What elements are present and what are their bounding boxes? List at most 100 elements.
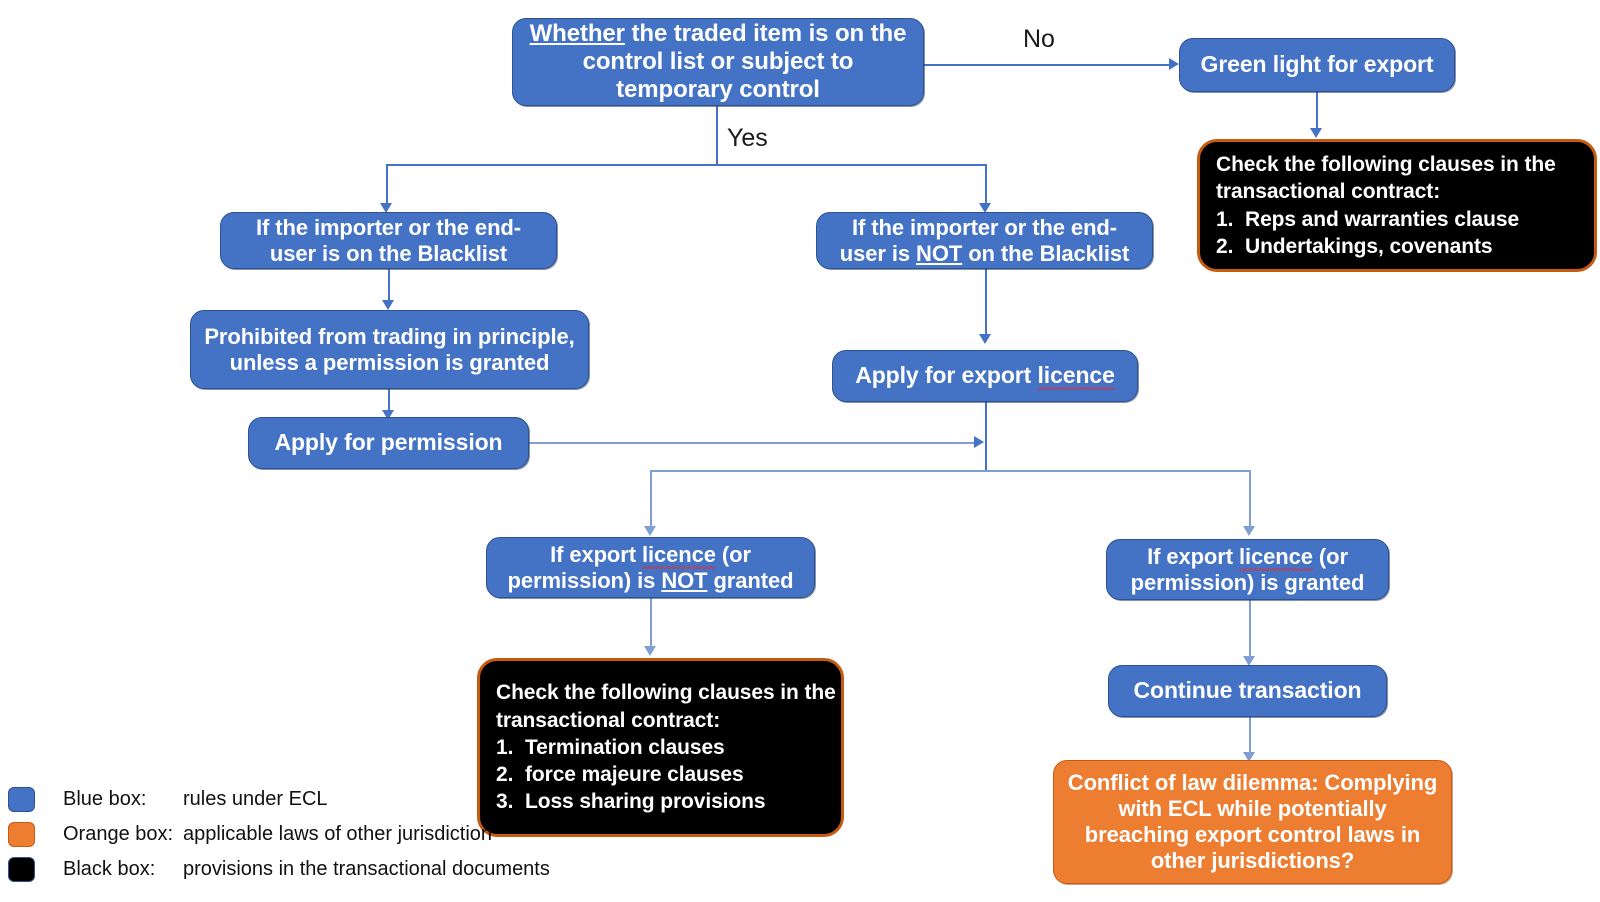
apply-licence-prefix: Apply for export [855, 362, 1038, 389]
node-on-blacklist-text: If the importer or the end-user is on th… [256, 214, 521, 266]
legend-swatch-orange-icon [8, 822, 35, 847]
edge-yes-left-drop [386, 164, 388, 206]
node-on-blacklist[interactable]: If the importer or the end-user is on th… [220, 212, 557, 269]
arrowhead-to-on-blacklist [380, 203, 392, 213]
edge-granted-to-continue [1249, 600, 1251, 658]
not-granted-suffix: granted [707, 567, 794, 593]
arrowhead-to-green-light [1169, 58, 1179, 70]
edge-yes-right-drop [985, 164, 987, 206]
not-blacklist-prefix: If the importer or the end-user is [839, 214, 1117, 266]
edge-label-yes: Yes [727, 124, 768, 152]
edge-bottom-split-bar [650, 470, 1250, 472]
check-contract-bottom-list: Check the following clauses in the trans… [480, 679, 841, 815]
node-start-emphasis: Whether [529, 19, 625, 47]
edge-bottom-left-drop [650, 470, 652, 528]
arrowhead-to-granted [1243, 526, 1255, 536]
node-not-on-blacklist-text: If the importer or the end-user is NOT o… [829, 215, 1140, 267]
check-contract-top-heading: Check the following clauses in the trans… [1216, 152, 1556, 204]
not-granted-mid: (or permission) is [507, 541, 751, 593]
item-number: 1. [1216, 207, 1234, 231]
edge-bottom-right-drop [1249, 470, 1251, 528]
legend-row-orange: Orange box: applicable laws of other jur… [8, 817, 550, 852]
list-item: 2. Undertakings, covenants [1216, 233, 1594, 260]
arrowhead-to-prohibited [382, 300, 394, 310]
item-text: Termination clauses [525, 735, 725, 759]
node-start-rest: the traded item is on the control list o… [582, 19, 907, 104]
node-check-contract-top[interactable]: Check the following clauses in the trans… [1197, 139, 1597, 272]
node-not-on-blacklist[interactable]: If the importer or the end-user is NOT o… [816, 212, 1153, 269]
list-item: 1. Termination clauses [496, 734, 841, 761]
check-contract-bottom-heading: Check the following clauses in the trans… [496, 681, 836, 732]
item-text: force majeure clauses [525, 763, 744, 787]
node-check-contract-bottom[interactable]: Check the following clauses in the trans… [477, 658, 844, 837]
granted-spellcheck-word: licence [1238, 543, 1313, 569]
arrowhead-to-check-contract-bottom [644, 646, 656, 656]
node-apply-licence[interactable]: Apply for export licence [832, 350, 1138, 402]
not-granted-spellcheck-word: licence [641, 541, 716, 567]
legend-swatch-blue-icon [8, 787, 35, 812]
node-apply-permission-text: Apply for permission [274, 429, 503, 456]
not-blacklist-suffix: on the Blacklist [962, 240, 1130, 266]
node-conflict[interactable]: Conflict of law dilemma: Complying with … [1053, 760, 1452, 884]
legend: Blue box: rules under ECL Orange box: ap… [8, 782, 550, 887]
not-granted-emphasis: NOT [661, 567, 708, 593]
node-start[interactable]: Whether the traded item is on the contro… [512, 18, 924, 106]
edge-yes-split-bar [386, 164, 986, 166]
not-blacklist-emphasis: NOT [916, 240, 963, 266]
node-apply-permission[interactable]: Apply for permission [248, 417, 529, 469]
node-not-granted[interactable]: If export licence (or permission) is NOT… [486, 537, 815, 598]
node-granted[interactable]: If export licence (or permission) is gra… [1106, 539, 1389, 600]
item-text: Reps and warranties clause [1245, 207, 1520, 231]
arrowhead-to-apply-licence [979, 334, 991, 344]
list-item: 1. Reps and warranties clause [1216, 206, 1594, 233]
edge-blacklist-to-prohibited [388, 268, 390, 302]
node-continue-transaction[interactable]: Continue transaction [1108, 665, 1387, 717]
arrowhead-to-not-granted [644, 526, 656, 536]
edge-label-no: No [1023, 25, 1055, 53]
edge-not-granted-to-check [650, 598, 652, 648]
legend-name-blue: Blue box: [63, 788, 147, 810]
granted-prefix: If export [1147, 543, 1239, 569]
arrowhead-to-check-contract-top [1310, 128, 1322, 138]
edge-green-light-to-check [1316, 92, 1318, 130]
node-green-light[interactable]: Green light for export [1179, 38, 1455, 92]
item-number: 3. [496, 790, 514, 814]
node-conflict-text: Conflict of law dilemma: Complying with … [1067, 770, 1438, 873]
node-continue-transaction-text: Continue transaction [1133, 677, 1362, 704]
legend-desc-blue: rules under ECL [183, 788, 328, 810]
item-text: Undertakings, covenants [1245, 234, 1493, 258]
edge-continue-to-conflict [1249, 716, 1251, 754]
not-granted-prefix: If export [550, 541, 642, 567]
item-number: 2. [1216, 234, 1234, 258]
granted-suffix: (or permission) is granted [1130, 543, 1365, 595]
edge-prohibited-to-apply-permission [388, 387, 390, 413]
edge-apply-permission-to-trunk [529, 442, 976, 444]
arrowhead-to-conflict [1243, 752, 1255, 762]
item-number: 1. [496, 735, 514, 759]
list-item: 3. Loss sharing provisions [496, 788, 841, 815]
item-number: 2. [496, 763, 514, 787]
node-prohibited[interactable]: Prohibited from trading in principle, un… [190, 310, 589, 389]
arrowhead-permission-join-trunk [974, 436, 984, 448]
arrowhead-to-apply-permission [382, 410, 394, 420]
legend-swatch-black-icon [8, 857, 35, 882]
edge-not-blacklist-to-apply-licence [985, 268, 987, 336]
check-contract-top-list: Check the following clauses in the trans… [1200, 151, 1594, 260]
arrowhead-to-continue-transaction [1243, 656, 1255, 666]
legend-desc-orange: applicable laws of other jurisdiction [183, 823, 493, 845]
legend-name-black: Black box: [63, 858, 156, 880]
node-start-text: Whether the traded item is on the contro… [527, 20, 909, 105]
arrowhead-to-not-on-blacklist [979, 203, 991, 213]
node-granted-text: If export licence (or permission) is gra… [1119, 544, 1376, 596]
legend-row-blue: Blue box: rules under ECL [8, 782, 550, 817]
legend-row-black: Black box: provisions in the transaction… [8, 852, 550, 887]
item-text: Loss sharing provisions [525, 790, 766, 814]
edge-start-down [716, 105, 718, 165]
list-item: 2. force majeure clauses [496, 761, 841, 788]
edge-start-to-green-light [923, 64, 1171, 66]
apply-licence-spellcheck-word: licence [1037, 362, 1115, 389]
edge-apply-licence-trunk [985, 402, 987, 472]
legend-name-orange: Orange box: [63, 823, 174, 845]
node-prohibited-text: Prohibited from trading in principle, un… [204, 323, 575, 375]
